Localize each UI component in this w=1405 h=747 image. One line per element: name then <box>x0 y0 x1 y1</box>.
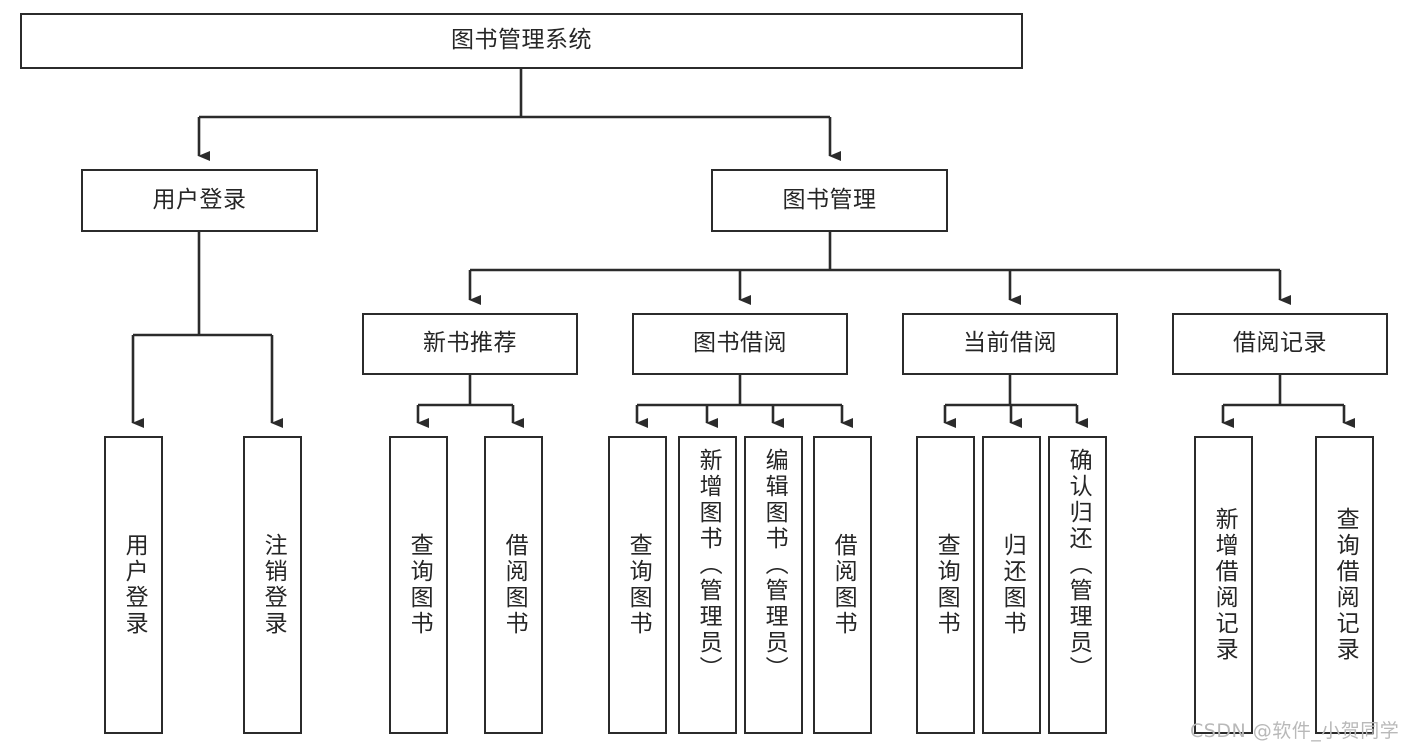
node-leaf-return-book[interactable]: 归还图书 <box>982 436 1041 734</box>
node-leaf-borrow-book-1-label: 借阅图书 <box>501 533 528 637</box>
node-leaf-confirm-return[interactable]: 确认归还（管理员） <box>1048 436 1107 734</box>
node-book-management-label: 图书管理 <box>782 186 877 213</box>
node-book-borrow-label: 图书借阅 <box>693 330 787 357</box>
node-leaf-logout-label: 注销登录 <box>260 533 287 637</box>
node-user-login-label: 用户登录 <box>152 186 247 213</box>
node-leaf-query-record[interactable]: 查询借阅记录 <box>1315 436 1374 734</box>
node-leaf-query-record-label: 查询借阅记录 <box>1332 507 1359 663</box>
node-borrow-record-label: 借阅记录 <box>1233 330 1327 357</box>
node-leaf-edit-book-label: 编辑图书（管理员） <box>761 448 788 682</box>
node-leaf-query-book-3[interactable]: 查询图书 <box>916 436 975 734</box>
node-leaf-query-book-2[interactable]: 查询图书 <box>608 436 667 734</box>
node-root[interactable]: 图书管理系统 <box>20 13 1023 69</box>
node-leaf-edit-book[interactable]: 编辑图书（管理员） <box>744 436 803 734</box>
node-new-book-recommend-label: 新书推荐 <box>423 330 517 357</box>
node-leaf-borrow-book-2-label: 借阅图书 <box>830 533 857 637</box>
node-leaf-query-book-3-label: 查询图书 <box>933 533 960 637</box>
node-leaf-add-record[interactable]: 新增借阅记录 <box>1194 436 1253 734</box>
node-leaf-query-book-1-label: 查询图书 <box>406 533 433 637</box>
node-borrow-record[interactable]: 借阅记录 <box>1172 313 1388 375</box>
node-user-login[interactable]: 用户登录 <box>81 169 318 232</box>
node-new-book-recommend[interactable]: 新书推荐 <box>362 313 578 375</box>
node-leaf-add-record-label: 新增借阅记录 <box>1211 507 1238 663</box>
node-leaf-user-login[interactable]: 用户登录 <box>104 436 163 734</box>
node-leaf-borrow-book-2[interactable]: 借阅图书 <box>813 436 872 734</box>
node-leaf-confirm-return-label: 确认归还（管理员） <box>1065 448 1092 682</box>
node-leaf-query-book-2-label: 查询图书 <box>625 533 652 637</box>
node-book-management[interactable]: 图书管理 <box>711 169 948 232</box>
node-leaf-return-book-label: 归还图书 <box>999 533 1026 637</box>
node-leaf-add-book-label: 新增图书（管理员） <box>695 448 722 682</box>
node-book-borrow[interactable]: 图书借阅 <box>632 313 848 375</box>
node-leaf-add-book[interactable]: 新增图书（管理员） <box>678 436 737 734</box>
node-leaf-logout[interactable]: 注销登录 <box>243 436 302 734</box>
csdn-watermark: CSDN @软件_小贺同学 <box>1190 720 1400 742</box>
node-root-label: 图书管理系统 <box>451 27 592 54</box>
node-current-borrow[interactable]: 当前借阅 <box>902 313 1118 375</box>
node-leaf-query-book-1[interactable]: 查询图书 <box>389 436 448 734</box>
node-current-borrow-label: 当前借阅 <box>963 330 1057 357</box>
node-leaf-borrow-book-1[interactable]: 借阅图书 <box>484 436 543 734</box>
node-leaf-user-login-label: 用户登录 <box>121 533 148 637</box>
